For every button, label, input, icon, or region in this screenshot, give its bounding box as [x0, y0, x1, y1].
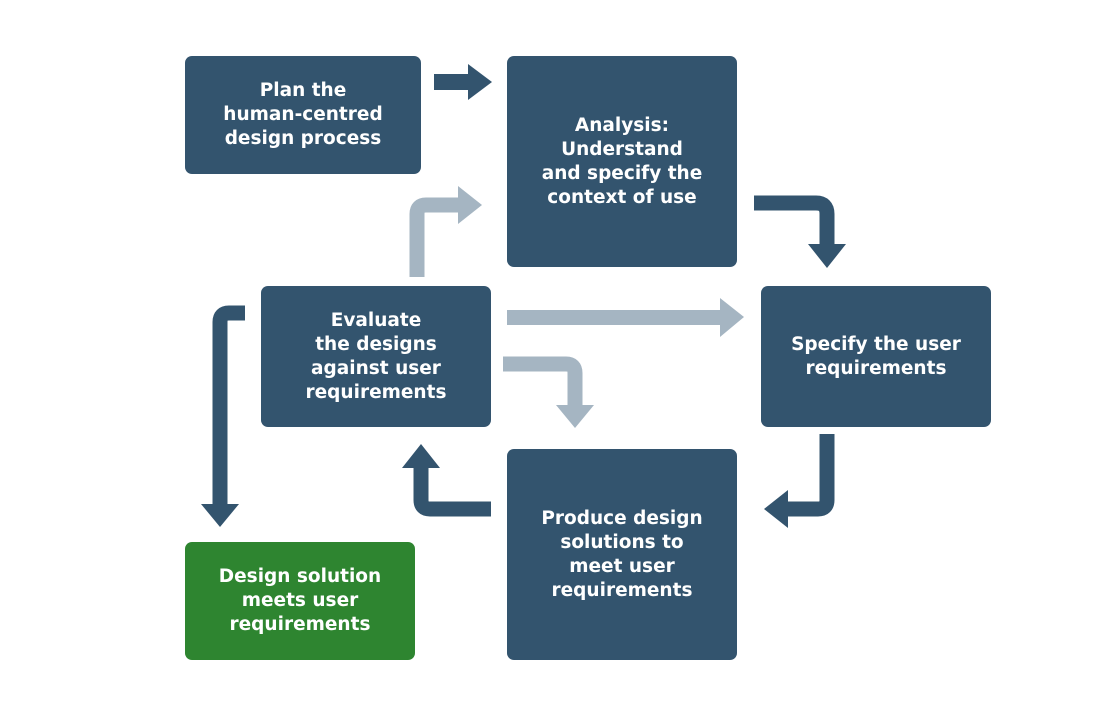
- node-evaluate: Evaluate the designs against user requir…: [261, 286, 491, 427]
- arrow-evaluate-to-outcome: [201, 305, 245, 527]
- node-produce-label: Produce design solutions to meet user re…: [541, 507, 703, 601]
- node-analysis-label: Analysis: Understand and specify the con…: [541, 114, 703, 208]
- arrow-analysis-to-specify: [754, 195, 846, 268]
- node-analysis: Analysis: Understand and specify the con…: [507, 56, 737, 267]
- node-specify-label: Specify the user requirements: [791, 333, 961, 379]
- arrow-evaluate-to-produce: [503, 356, 594, 428]
- node-specify: Specify the user requirements: [761, 286, 991, 427]
- arrow-specify-to-produce: [764, 434, 835, 528]
- node-produce: Produce design solutions to meet user re…: [507, 449, 737, 660]
- arrow-produce-to-evaluate: [402, 444, 491, 517]
- arrow-evaluate-to-specify: [507, 298, 744, 337]
- arrow-evaluate-to-analysis: [409, 186, 482, 277]
- node-plan: Plan the human-centred design process: [185, 56, 421, 174]
- node-plan-label: Plan the human-centred design process: [223, 80, 383, 149]
- node-outcome-label: Design solution meets user requirements: [218, 566, 382, 635]
- node-evaluate-label: Evaluate the designs against user requir…: [305, 309, 447, 403]
- node-outcome: Design solution meets user requirements: [185, 542, 415, 660]
- arrow-plan-to-analysis: [434, 64, 492, 100]
